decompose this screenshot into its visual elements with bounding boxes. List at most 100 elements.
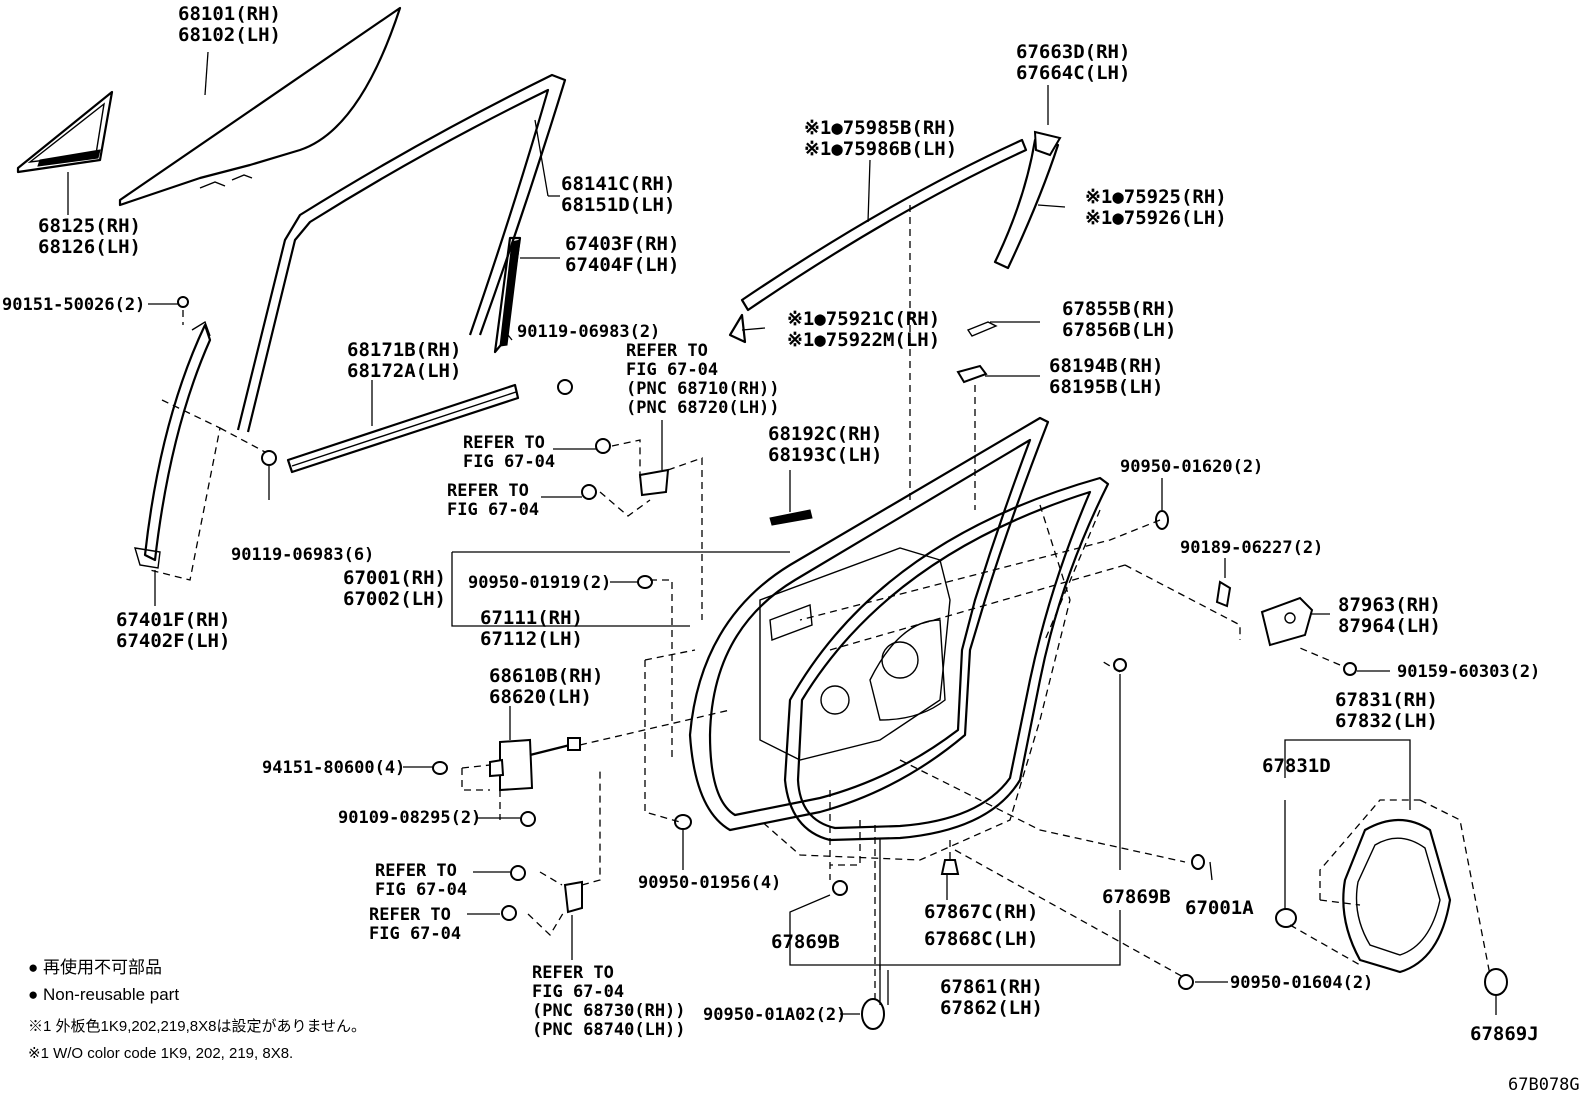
- refer-hinge-lower-4: (PNC 68740(LH)): [532, 1020, 686, 1040]
- label-68193c-lh: 68193C(LH): [768, 444, 882, 466]
- label-67404f-lh: 67404F(LH): [565, 254, 679, 276]
- label-67862-lh: 67862(LH): [940, 997, 1043, 1019]
- label-75921c-rh: ※1●75921C(RH): [787, 308, 940, 330]
- label-68125-rh: 68125(RH): [38, 215, 141, 237]
- front-frame-channel: [143, 323, 212, 562]
- figure-code: 67B078G: [1508, 1075, 1580, 1095]
- legend: ● 再使用不可部品 ● Non-reusable part ※1 外板色1K9,…: [28, 957, 366, 1062]
- label-87963-rh: 87963(RH): [1338, 594, 1441, 616]
- glass-run-channel: [236, 73, 567, 431]
- refer-hinge-upper-1: REFER TO: [626, 341, 708, 361]
- bolt-icon: [177, 296, 1357, 921]
- refer-hinge-lower-2: FIG 67-04: [532, 982, 624, 1002]
- label-68192c-rh: 68192C(RH): [768, 423, 882, 445]
- label-75925-rh: ※1●75925(RH): [1085, 186, 1227, 208]
- label-68101-rh: 68101(RH): [178, 3, 281, 25]
- label-67867c-rh: 67867C(RH): [924, 901, 1038, 923]
- label-67402f-lh: 67402F(LH): [116, 630, 230, 652]
- label-90950-01a02: 90950-01A02(2): [703, 1005, 846, 1025]
- bracket-68194: [956, 364, 988, 384]
- label-87964-lh: 87964(LH): [1338, 615, 1441, 637]
- label-68620-lh: 68620(LH): [489, 686, 592, 708]
- label-68172a-lh: 68172A(LH): [347, 360, 461, 382]
- label-67861-rh: 67861(RH): [940, 976, 1043, 998]
- door-frame-moulding: [740, 138, 1028, 312]
- front-moulding: [728, 313, 747, 344]
- door-check: [499, 738, 534, 792]
- leader-lines: [67, 51, 1497, 1015]
- callout-labels: 68101(RH) 68102(LH) 68125(RH) 68126(LH) …: [2, 3, 1540, 1045]
- label-68194b-rh: 68194B(RH): [1049, 355, 1163, 377]
- refer-a-2: FIG 67-04: [463, 452, 555, 472]
- label-75922m-lh: ※1●75922M(LH): [787, 329, 940, 351]
- quarter-window-glass: [16, 90, 114, 174]
- label-90950-01956: 90950-01956(4): [638, 873, 781, 893]
- label-67001-rh: 67001(RH): [343, 567, 446, 589]
- refer-hinge-upper-3: (PNC 68710(RH)): [626, 379, 780, 399]
- label-68610b-rh: 68610B(RH): [489, 665, 603, 687]
- label-67869b-left: 67869B: [771, 931, 840, 953]
- note-color-code-jp: ※1 外板色1K9,202,219,8X8は設定がありません。: [28, 1017, 366, 1035]
- label-90950-01604: 90950-01604(2): [1230, 973, 1373, 993]
- refer-c-1: REFER TO: [375, 861, 457, 881]
- refer-b-1: REFER TO: [447, 481, 529, 501]
- label-67401f-rh: 67401F(RH): [116, 609, 230, 631]
- door-panel: [688, 416, 1050, 832]
- label-90159: 90159-60303(2): [1397, 662, 1540, 682]
- legend-non-reusable-jp: ● 再使用不可部品: [28, 957, 162, 977]
- cushion-68192: [769, 509, 813, 526]
- label-67831-rh: 67831(RH): [1335, 689, 1438, 711]
- lower-hinge: [563, 880, 583, 914]
- refer-d-1: REFER TO: [369, 905, 451, 925]
- label-67663d-rh: 67663D(RH): [1016, 41, 1130, 63]
- label-90950-01919: 90950-01919(2): [468, 573, 611, 593]
- belt-moulding: [286, 383, 520, 474]
- upper-hinge: [638, 468, 670, 497]
- label-67869j: 67869J: [1470, 1023, 1539, 1045]
- label-67855b-rh: 67855B(RH): [1062, 298, 1176, 320]
- label-68171b-rh: 68171B(RH): [347, 339, 461, 361]
- refer-c-2: FIG 67-04: [375, 880, 467, 900]
- label-68126-lh: 68126(LH): [38, 236, 141, 258]
- legend-non-reusable-en: ● Non-reusable part: [28, 985, 179, 1004]
- label-68195b-lh: 68195B(LH): [1049, 376, 1163, 398]
- label-94151: 94151-80600(4): [262, 758, 405, 778]
- label-67001a: 67001A: [1185, 897, 1254, 919]
- label-67112-lh: 67112(LH): [480, 628, 583, 650]
- label-67832-lh: 67832(LH): [1335, 710, 1438, 732]
- label-67868c-lh: 67868C(LH): [924, 928, 1038, 950]
- dashed-reference-lines: [149, 205, 1491, 1000]
- label-67831d: 67831D: [1262, 755, 1331, 777]
- label-67403f-rh: 67403F(RH): [565, 233, 679, 255]
- label-75986b-lh: ※1●75986B(LH): [804, 138, 957, 160]
- service-hole-cover: [1342, 819, 1452, 974]
- refer-d-2: FIG 67-04: [369, 924, 461, 944]
- label-67002-lh: 67002(LH): [343, 588, 446, 610]
- refer-hinge-upper-2: FIG 67-04: [626, 360, 718, 380]
- refer-hinge-lower-1: REFER TO: [532, 963, 614, 983]
- label-90950-01620: 90950-01620(2): [1120, 457, 1263, 477]
- refer-hinge-lower-3: (PNC 68730(RH)): [532, 1001, 686, 1021]
- door-glass: [118, 6, 402, 207]
- label-90189: 90189-06227(2): [1180, 538, 1323, 558]
- refer-hinge-upper-4: (PNC 68720(LH)): [626, 398, 780, 418]
- label-67664c-lh: 67664C(LH): [1016, 62, 1130, 84]
- rear-moulding: [993, 138, 1060, 270]
- refer-b-2: FIG 67-04: [447, 500, 539, 520]
- label-75926-lh: ※1●75926(LH): [1085, 207, 1227, 229]
- clip-icon: [432, 510, 1508, 1030]
- label-68151d-lh: 68151D(LH): [561, 194, 675, 216]
- label-67869b-right: 67869B: [1102, 886, 1171, 908]
- label-90151: 90151-50026(2): [2, 295, 145, 315]
- label-68141c-rh: 68141C(RH): [561, 173, 675, 195]
- label-67856b-lh: 67856B(LH): [1062, 319, 1176, 341]
- note-color-code-en: ※1 W/O color code 1K9, 202, 219, 8X8.: [28, 1045, 293, 1062]
- door-weatherstrip: [783, 476, 1110, 842]
- label-75985b-rh: ※1●75985B(RH): [804, 117, 957, 139]
- label-67111-rh: 67111(RH): [480, 607, 583, 629]
- bracket-67855: [966, 321, 998, 337]
- label-90119-6: 90119-06983(6): [231, 545, 374, 565]
- label-68102-lh: 68102(LH): [178, 24, 281, 46]
- label-90119-2: 90119-06983(2): [517, 322, 660, 342]
